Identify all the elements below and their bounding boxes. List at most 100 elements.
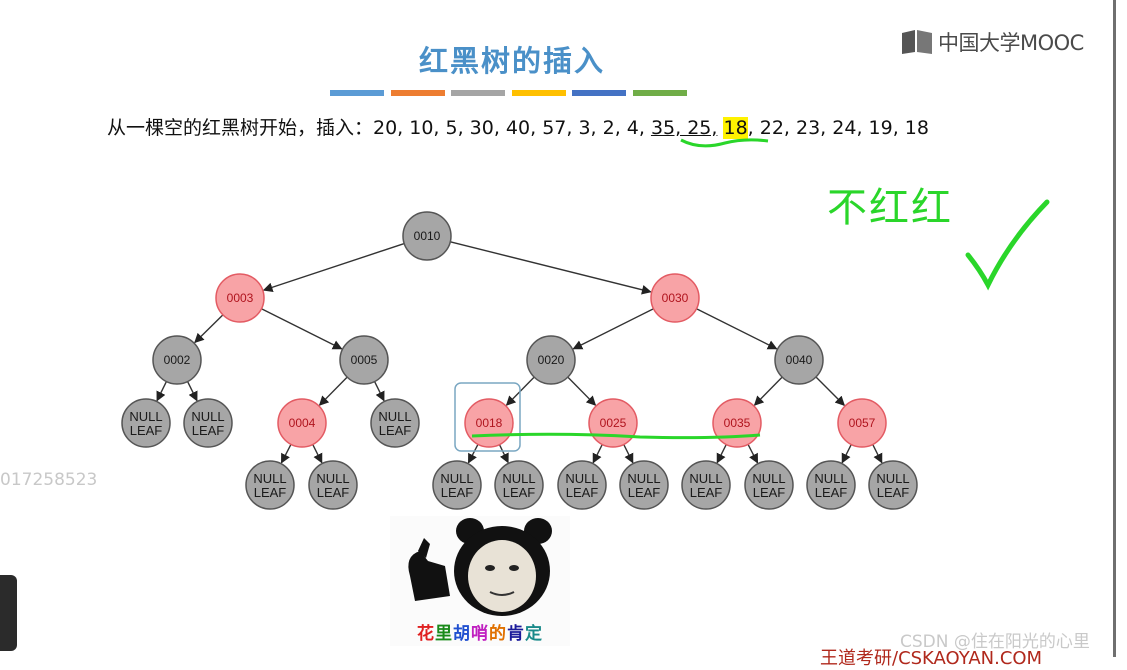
sequence-underline-mark	[680, 138, 769, 148]
sequence-suffix: , 22, 23, 24, 19, 18	[747, 117, 929, 139]
node-circle	[432, 460, 482, 510]
tree-node-0030[interactable]: 0030	[650, 273, 700, 323]
node-circle	[806, 460, 856, 510]
sequence-prefix: 从一棵空的红黑树开始，插入：20, 10, 5, 30, 40, 57, 3, …	[107, 117, 651, 139]
accent-bar-3	[451, 90, 505, 96]
panda-thumbs-up-icon	[408, 518, 552, 616]
accent-bar-5	[572, 90, 626, 96]
tree-edge-n35-l10	[716, 444, 727, 464]
node-circle	[494, 460, 544, 510]
tree-edge-n10-n30	[450, 241, 652, 295]
watermark-number: 017258523	[0, 470, 98, 490]
tree-edge-n2-l2	[186, 381, 198, 402]
node-selection-box[interactable]	[454, 382, 521, 452]
handwritten-annotation: 不红红	[827, 185, 953, 231]
sequence-highlighted: 18	[723, 117, 748, 139]
tree-node-0002[interactable]: 0002	[152, 335, 202, 385]
tree-node-0057[interactable]: 0057	[837, 398, 887, 448]
panda-meme-sticker: 花里胡哨的肯定	[390, 516, 570, 646]
node-label: 0030	[662, 291, 689, 305]
caption-char: 哨	[471, 624, 489, 644]
tree-node-0018[interactable]: 0018	[464, 398, 514, 448]
node-label: 0020	[538, 353, 565, 367]
tree-edge-n25-l8	[592, 444, 603, 464]
tree-edge-n18-l6	[467, 444, 479, 464]
node-circle	[121, 398, 171, 448]
book-icon	[902, 30, 932, 54]
tree-edge-n10-n3	[262, 242, 405, 293]
caption-char: 里	[435, 624, 453, 644]
tree-node-0020[interactable]: 0020	[526, 335, 576, 385]
tree-edge-n25-l9	[623, 444, 634, 464]
tree-edge-n5-l3	[373, 381, 385, 402]
node-circle	[183, 398, 233, 448]
node-label: 0057	[849, 416, 876, 430]
caption-char: 胡	[453, 624, 471, 644]
insert-sequence: 从一棵空的红黑树开始，插入：20, 10, 5, 30, 40, 57, 3, …	[107, 113, 929, 140]
node-circle	[526, 335, 576, 385]
node-circle	[650, 273, 700, 323]
node-circle	[277, 398, 327, 448]
tree-edge-n57-l13	[872, 444, 883, 464]
tree-node-0005[interactable]: 0005	[339, 335, 389, 385]
tree-edge-n3-n2	[194, 314, 224, 344]
tree-node-0035[interactable]: 0035	[712, 398, 762, 448]
caption-char: 定	[525, 624, 543, 644]
tree-edge-n30-n40	[696, 308, 778, 350]
accent-bar-1	[330, 90, 384, 96]
accent-bar-4	[511, 90, 566, 96]
node-circle	[339, 335, 389, 385]
csdn-watermark: CSDN @住在阳光的心里	[900, 632, 1090, 652]
tree-edge-n35-l11	[747, 444, 759, 464]
caption-char: 花	[417, 624, 435, 644]
node-circle	[619, 460, 669, 510]
slide-border	[1113, 0, 1116, 657]
tree-node-0025[interactable]: 0025	[588, 398, 638, 448]
node-circle	[245, 460, 295, 510]
tree-node-0003[interactable]: 0003	[215, 273, 265, 323]
tree-node-0010[interactable]: 0010	[402, 211, 452, 261]
caption-char: 的	[489, 624, 507, 644]
tree-node-0040[interactable]: 0040	[774, 335, 824, 385]
tree-edge-n57-l12	[841, 444, 852, 464]
tree-edge-n30-n20	[572, 308, 654, 350]
accent-bar-2	[390, 90, 445, 96]
tree-edge-n18-l7	[498, 444, 509, 464]
side-panel-handle[interactable]	[0, 575, 17, 651]
node-label: 0003	[227, 291, 254, 305]
tree-edge-n40-n57	[815, 376, 846, 407]
tree-edge-n3-n5	[261, 308, 343, 350]
node-circle	[308, 460, 358, 510]
node-circle	[152, 335, 202, 385]
tree-node-0004[interactable]: 0004	[277, 398, 327, 448]
node-circle	[744, 460, 794, 510]
tree-edge-n5-n4	[318, 376, 348, 406]
node-label: 0004	[289, 416, 316, 430]
node-circle	[370, 398, 420, 448]
